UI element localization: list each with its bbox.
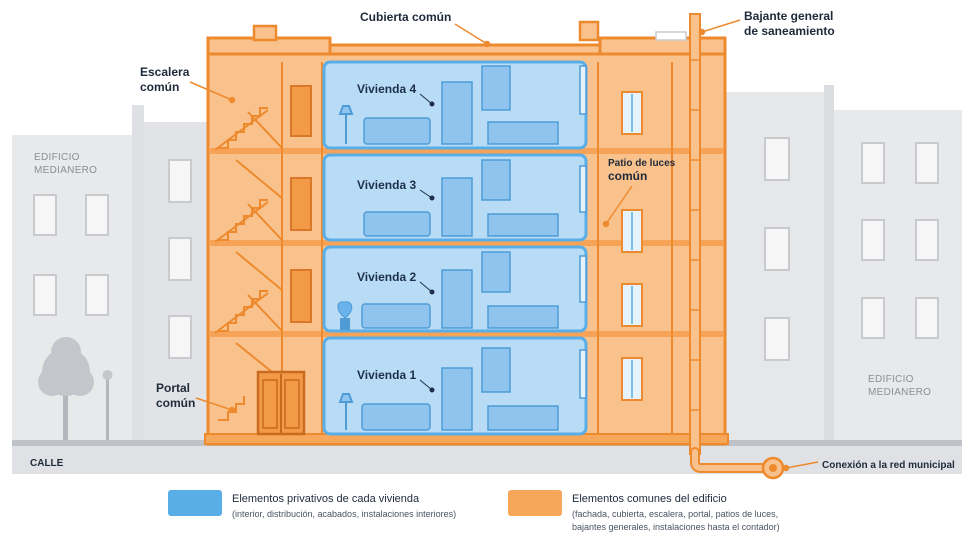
label-portal-1: Portal <box>156 381 190 395</box>
staircase <box>214 107 283 421</box>
label-patio-2: común <box>608 169 647 183</box>
street <box>12 446 962 474</box>
legend-swatch-comunes <box>508 490 562 516</box>
label-bajante-1: Bajante general <box>744 9 833 23</box>
label-cubierta: Cubierta común <box>360 10 451 24</box>
neighbor-building-left <box>12 105 210 440</box>
plant-icon <box>337 301 353 330</box>
legend-comunes-subtitle-1: (fachada, cubierta, escalera, portal, pa… <box>572 509 778 519</box>
callout-lines <box>189 19 819 472</box>
lamp-icons <box>338 105 354 430</box>
legend-comunes-subtitle-2: bajantes generales, instalaciones hasta … <box>572 522 780 532</box>
label-vivienda-2: Vivienda 2 <box>357 270 416 284</box>
street-lamp-icon <box>102 370 113 440</box>
tree-icon <box>38 337 94 440</box>
label-edificio-izq-2: MEDIANERO <box>34 165 97 176</box>
dwellings <box>322 60 588 436</box>
furniture <box>361 65 587 431</box>
landing-doors <box>290 85 312 323</box>
label-portal-2: común <box>156 396 195 410</box>
label-vivienda-4: Vivienda 4 <box>357 82 416 96</box>
legend-privativos-subtitle: (interior, distribución, acabados, insta… <box>232 509 456 519</box>
label-escalera-2: común <box>140 80 179 94</box>
dwelling-callouts <box>419 93 435 393</box>
label-vivienda-1: Vivienda 1 <box>357 368 416 382</box>
label-patio-1: Patio de luces <box>608 158 676 169</box>
label-conexion: Conexión a la red municipal <box>822 460 955 471</box>
label-edificio-der-1: EDIFICIO <box>868 374 914 385</box>
label-vivienda-3: Vivienda 3 <box>357 178 416 192</box>
downpipe <box>689 13 785 480</box>
neighbor-building-right <box>724 85 962 440</box>
label-edificio-der-2: MEDIANERO <box>868 387 931 398</box>
label-bajante-2: de saneamiento <box>744 24 835 38</box>
portal-door <box>256 370 306 436</box>
label-calle: CALLE <box>30 458 64 469</box>
legend-swatch-privativos <box>168 490 222 516</box>
label-edificio-izq-1: EDIFICIO <box>34 152 80 163</box>
label-escalera-1: Escalera <box>140 65 190 79</box>
legend: Elementos privativos de cada vivienda (i… <box>168 490 780 532</box>
legend-privativos-title: Elementos privativos de cada vivienda <box>232 493 420 505</box>
legend-comunes-title: Elementos comunes del edificio <box>572 493 727 505</box>
